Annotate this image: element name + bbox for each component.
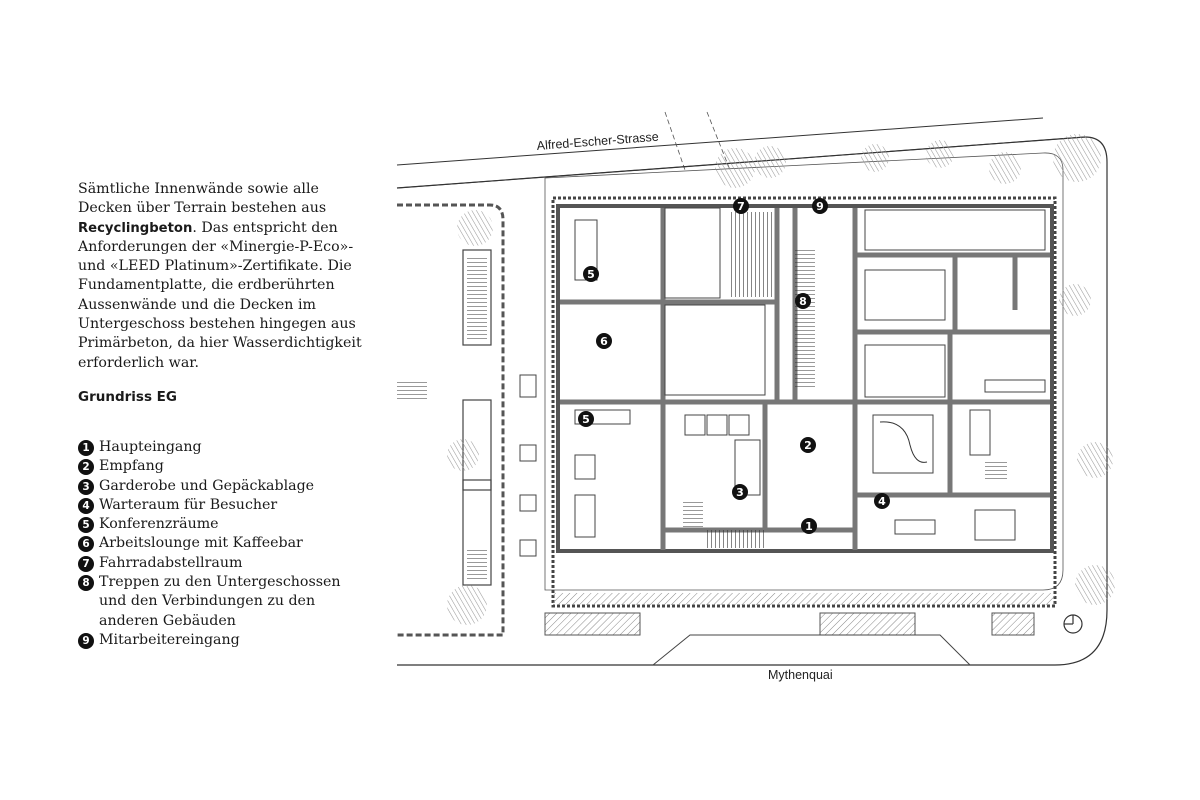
plan-markers: 1 2 3 4 5 5 6 7 8 9 — [578, 198, 890, 534]
plan-marker: 4 — [874, 493, 890, 509]
plan-marker: 1 — [801, 518, 817, 534]
svg-text:2: 2 — [804, 439, 812, 452]
terrace-strip — [553, 593, 1055, 605]
plan-marker: 5 — [583, 266, 599, 282]
legend-number-badge: 5 — [78, 517, 94, 534]
plan-marker: 3 — [732, 484, 748, 500]
neighbour-building — [397, 203, 537, 637]
svg-text:1: 1 — [805, 520, 813, 533]
plan-marker: 5 — [578, 411, 594, 427]
stairs — [683, 212, 1007, 548]
svg-text:5: 5 — [587, 268, 595, 281]
legend-label: Fahrradabstellraum — [99, 554, 243, 571]
legend-item: 3 Garderobe und Gepäckablage — [78, 477, 363, 496]
legend-number-badge: 2 — [78, 459, 94, 476]
legend-item: 2 Empfang — [78, 457, 363, 476]
svg-text:7: 7 — [737, 200, 745, 213]
legend-item: 5 Konferenzräume — [78, 515, 363, 534]
svg-text:9: 9 — [816, 200, 824, 213]
svg-text:3: 3 — [736, 486, 744, 499]
legend-number-badge: 9 — [78, 632, 94, 649]
plan-marker: 8 — [795, 293, 811, 309]
intro-paragraph: Sämtliche Innenwände sowie alle Decken ü… — [78, 180, 363, 373]
legend-number-badge: 3 — [78, 478, 94, 495]
plan-marker: 7 — [733, 198, 749, 214]
intro-text-before: Sämtliche Innenwände sowie alle Decken ü… — [78, 181, 327, 217]
plan-marker: 2 — [800, 437, 816, 453]
planter-right — [991, 612, 1035, 636]
north-arrow — [1063, 614, 1083, 634]
intro-text-after: . Das entspricht den Anforderungen der «… — [78, 219, 362, 371]
planter-mid — [819, 612, 916, 636]
planter-left — [544, 612, 641, 636]
legend-list: 1 Haupteingang 2 Empfang 3 Garderobe und Gepä… — [78, 438, 363, 650]
terrace-outline — [544, 152, 1064, 591]
legend-number-badge: 8 — [78, 575, 94, 592]
legend-number-badge: 4 — [78, 497, 94, 514]
facade-outline — [551, 196, 1057, 608]
legend-item: 8 Treppen zu den Untergeschossen und den … — [78, 573, 363, 631]
legend-label: Empfang — [99, 458, 164, 475]
legend-item: 9 Mitarbeitereingang — [78, 631, 363, 650]
text-column: Sämtliche Innenwände sowie alle Decken ü… — [78, 180, 363, 650]
legend-label: Konferenzräume — [99, 516, 219, 533]
plan-heading: Grundriss EG — [78, 388, 177, 405]
street-label-top: Alfred-Escher-Strasse — [536, 130, 659, 153]
svg-text:8: 8 — [799, 295, 807, 308]
room-fixtures — [574, 207, 1046, 541]
legend-item: 1 Haupteingang — [78, 438, 363, 457]
legend-item: 7 Fahrradabstellraum — [78, 554, 363, 573]
legend-label: Warteraum für Besucher — [99, 496, 278, 513]
site-boundary — [396, 136, 1108, 666]
floor-plan: Alfred-Escher-Strasse — [396, 111, 1115, 682]
legend-number-badge: 7 — [78, 555, 94, 572]
legend-number-badge: 1 — [78, 439, 94, 456]
legend-label: Arbeitslounge mit Kaffeebar — [99, 535, 303, 552]
svg-text:6: 6 — [600, 335, 608, 348]
plan-marker: 6 — [596, 333, 612, 349]
svg-text:4: 4 — [878, 495, 886, 508]
building-shell — [556, 204, 1054, 553]
legend-number-badge: 6 — [78, 536, 94, 553]
street-label-bottom: Mythenquai — [768, 668, 833, 682]
legend-item: 6 Arbeitslounge mit Kaffeebar — [78, 534, 363, 553]
legend-label: Haupteingang — [99, 438, 202, 455]
legend-item: 4 Warteraum für Besucher — [78, 496, 363, 515]
legend-label: Mitarbeitereingang — [99, 631, 240, 648]
legend-label: Garderobe und Gepäckablage — [99, 477, 315, 494]
plan-marker: 9 — [812, 198, 828, 214]
forecourt — [652, 634, 971, 666]
svg-text:5: 5 — [582, 413, 590, 426]
intro-bold-term: Recyclingbeton — [78, 220, 193, 236]
legend-label: Treppen zu den Untergeschossen und den V… — [99, 574, 341, 629]
trees — [447, 134, 1115, 625]
